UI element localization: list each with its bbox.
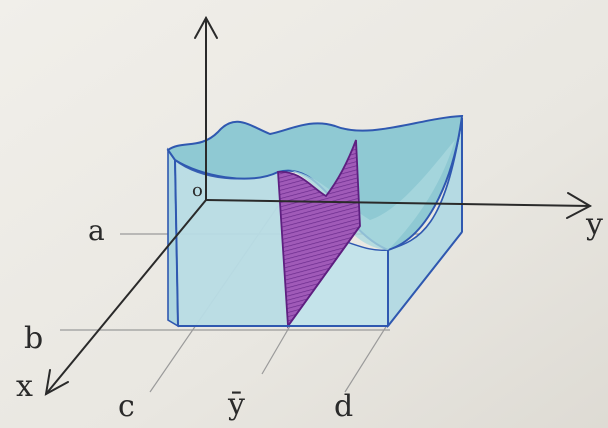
b-label: b bbox=[24, 321, 43, 356]
edge-left-vertical bbox=[174, 159, 179, 327]
cross-section-face bbox=[277, 139, 361, 329]
origin-label: o bbox=[192, 180, 203, 201]
solid-region bbox=[166, 114, 464, 329]
y-bar-label: ȳ bbox=[227, 387, 245, 422]
cross-section bbox=[277, 139, 361, 329]
surface-shading bbox=[290, 140, 455, 250]
cross-section-base bbox=[287, 225, 361, 327]
x-axis bbox=[45, 199, 207, 395]
x-axis-arrowhead bbox=[44, 369, 69, 396]
y-axis bbox=[205, 199, 591, 207]
edge-right-bottom bbox=[387, 231, 463, 327]
solid-edges bbox=[174, 118, 463, 327]
d-label: d bbox=[334, 389, 353, 424]
y-axis-arrowhead bbox=[566, 192, 593, 219]
x-axis-label: x bbox=[16, 369, 33, 404]
axes bbox=[44, 15, 593, 396]
a-label: a bbox=[88, 214, 105, 247]
labels: o y x a b c ȳ d bbox=[16, 180, 603, 424]
c-label: c bbox=[118, 389, 135, 424]
z-axis-arrowhead bbox=[194, 15, 218, 39]
y-axis-label: y bbox=[585, 207, 603, 242]
